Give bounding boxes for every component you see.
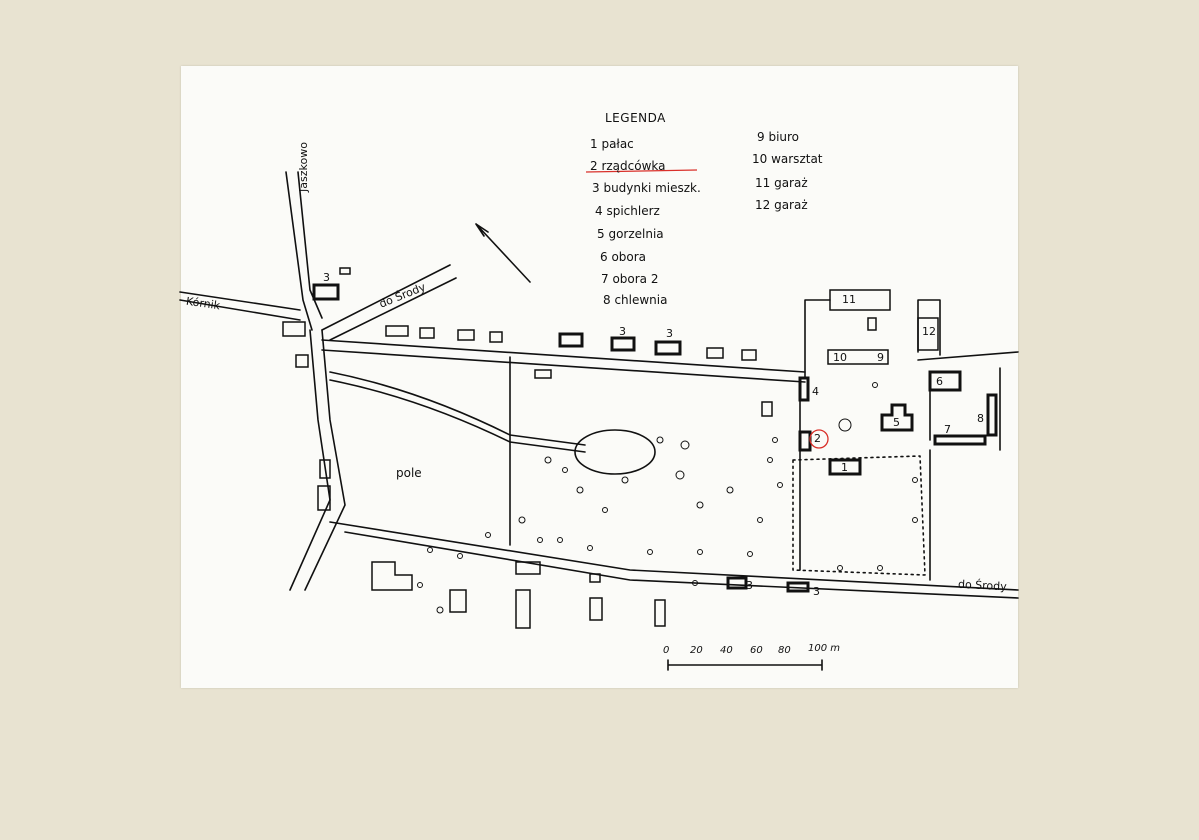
building-number-3-d: 3 <box>746 579 753 592</box>
road-east-top <box>917 351 1019 361</box>
map-sheet <box>181 66 1018 688</box>
legend-item-11: 11 garaż <box>755 176 808 190</box>
road-jaszkowo <box>285 171 313 331</box>
highlight-underline <box>585 169 698 173</box>
building-6 <box>928 370 962 392</box>
legend-item-12: 12 garaż <box>755 198 808 212</box>
legend-item-7: 7 obora 2 <box>601 272 659 286</box>
building-4 <box>798 376 810 402</box>
building-number-8: 8 <box>977 412 984 425</box>
road-do-srody-top <box>321 264 451 331</box>
scale-bar <box>667 659 823 671</box>
building-number-10: 10 <box>833 351 847 364</box>
building-number-4: 4 <box>812 385 819 398</box>
building-number-3-e: 3 <box>813 585 820 598</box>
building-3-c <box>654 340 682 356</box>
scale-tick-80: 80 <box>778 645 791 656</box>
path-to-pond <box>329 371 586 446</box>
pond <box>574 429 656 475</box>
building-number-2: 2 <box>814 432 821 445</box>
legend-item-2: 2 rządcówka <box>590 159 666 173</box>
legend-item-9: 9 biuro <box>757 130 800 144</box>
road-south-2 <box>344 531 1019 599</box>
legend-item-3: 3 budynki mieszk. <box>592 181 701 195</box>
road-do-srody-top-2 <box>329 277 457 341</box>
building-3-a <box>312 283 340 301</box>
road-main-north <box>321 339 806 373</box>
building-5 <box>880 403 914 432</box>
path-to-pond-2 <box>329 379 586 453</box>
building-number-11: 11 <box>842 293 856 306</box>
building-number-3-c: 3 <box>666 327 673 340</box>
scale-tick-60: 60 <box>750 645 763 656</box>
building-south-1 <box>558 332 584 348</box>
legend-item-6: 6 obora <box>600 250 647 264</box>
building-3-d <box>726 576 748 590</box>
courtyard-front <box>792 455 926 576</box>
road-label-jaszkowo: Jaszkowo <box>297 142 310 192</box>
building-number-7: 7 <box>944 423 951 436</box>
road-south <box>329 521 1019 591</box>
legend-item-5: 5 gorzelnia <box>597 227 664 241</box>
scale-tick-40: 40 <box>720 645 733 656</box>
scale-tick-100: 100 m <box>808 643 841 654</box>
building-number-6: 6 <box>936 375 943 388</box>
legend-item-8: 8 chlewnia <box>603 293 668 307</box>
north-arrow <box>475 223 531 283</box>
building-number-9: 9 <box>877 351 884 364</box>
legend-item-4: 4 spichlerz <box>595 204 660 218</box>
legend-item-10: 10 warsztat <box>752 152 823 166</box>
building-number-12: 12 <box>922 325 936 338</box>
road-west-main-2 <box>304 329 346 591</box>
building-3-e <box>786 581 810 593</box>
building-3-b <box>610 336 636 352</box>
building-2 <box>798 430 812 452</box>
road-main-north-2 <box>321 349 806 383</box>
road-label-do-srody-bottom: do Środy <box>957 577 1008 594</box>
building-12 <box>917 317 939 351</box>
legend-title: LEGENDA <box>605 111 666 125</box>
building-1 <box>828 458 862 476</box>
building-number-5: 5 <box>893 416 900 429</box>
building-7 <box>933 434 987 446</box>
road-kornik-2 <box>179 299 301 321</box>
road-jaszkowo-2 <box>297 171 323 319</box>
scale-tick-0: 0 <box>663 645 670 656</box>
building-number-3-a: 3 <box>323 271 330 284</box>
scale-tick-20: 20 <box>690 645 703 656</box>
field-label-pole: pole <box>396 466 422 480</box>
building-number-3-b: 3 <box>619 325 626 338</box>
highlight-circle <box>809 429 829 449</box>
building-number-1: 1 <box>841 461 848 474</box>
building-10-9 <box>827 349 889 365</box>
road-kornik <box>179 291 301 311</box>
building-8 <box>986 393 998 437</box>
legend-item-1: 1 pałac <box>590 137 634 151</box>
building-11 <box>829 289 891 311</box>
